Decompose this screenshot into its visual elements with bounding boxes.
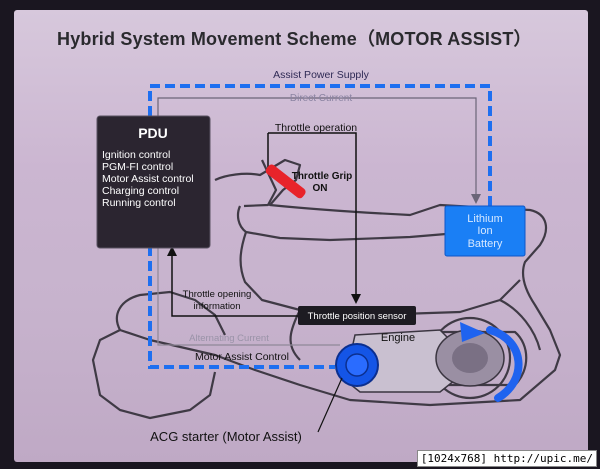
throttle-operation-line [267, 132, 357, 300]
throttle-operation-arrow [351, 294, 361, 304]
assist-power-supply-label: Assist Power Supply [273, 69, 369, 81]
throttle-opening-info-label-2: information [194, 301, 241, 312]
throttle-grip-state: ON [313, 183, 328, 194]
battery-line2: Ion [477, 225, 492, 237]
engine-label: Engine [381, 332, 415, 344]
battery-box: Lithium Ion Battery [444, 205, 526, 257]
diagram-title: Hybrid System Movement Scheme（MOTOR ASSI… [57, 29, 532, 49]
pdu-item: PGM-FI control [102, 161, 173, 173]
pdu-item: Running control [102, 197, 176, 209]
direct-current-line [157, 97, 477, 200]
pdu-title: PDU [138, 125, 168, 141]
battery-line3: Battery [468, 238, 503, 250]
throttle-opening-info-label-1: Throttle opening [183, 289, 252, 300]
battery-line1: Lithium [467, 213, 502, 225]
alternating-current-label: Alternating Current [189, 333, 269, 344]
throttle-info-line [171, 252, 300, 317]
pdu-item: Motor Assist control [102, 173, 194, 185]
motor-assist-unit [317, 343, 379, 433]
throttle-position-sensor-box: Throttle position sensor [298, 306, 416, 325]
throttle-grip-label: Throttle Grip [292, 171, 353, 182]
throttle-position-sensor-label: Throttle position sensor [308, 311, 407, 322]
direct-current-label: Direct Current [290, 93, 352, 104]
motor-assist-control-label: Motor Assist Control [195, 351, 289, 363]
assist-power-loop [148, 84, 492, 369]
throttle-operation-label: Throttle operation [275, 122, 357, 134]
acg-starter-label: ACG starter (Motor Assist) [150, 429, 302, 444]
watermark: [1024x768] http://upic.me/ [416, 450, 597, 467]
pdu-item: Charging control [102, 185, 179, 197]
throttle-grip-icon [265, 164, 306, 199]
direct-current-arrow [471, 194, 481, 204]
alternating-current-line [157, 246, 340, 346]
pdu-item: Ignition control [102, 149, 170, 161]
throttle-info-arrow [167, 246, 177, 256]
